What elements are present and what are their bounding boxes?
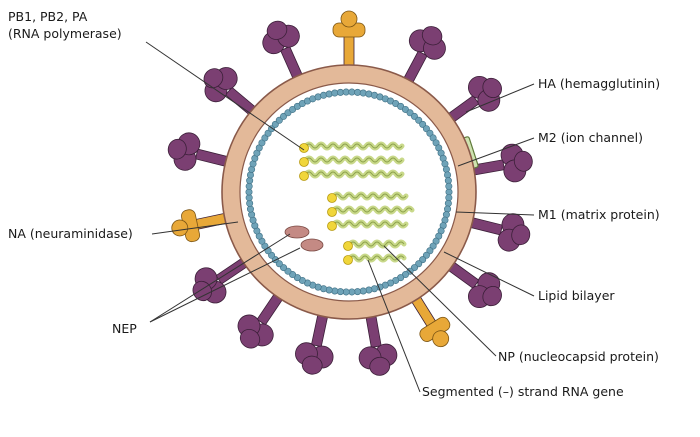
spike-lobe <box>482 285 502 307</box>
label-polymerase-line2: (RNA polymerase) <box>8 26 122 41</box>
leader-hemagglutinin <box>465 83 535 113</box>
label-rna-gene: Segmented (–) strand RNA gene <box>422 384 624 399</box>
matrix-bead <box>426 129 434 137</box>
rna-coil-edge <box>333 193 407 199</box>
label-ion-channel: M2 (ion channel) <box>538 130 643 145</box>
spike-lobe <box>203 68 224 89</box>
leader-nep-1 <box>149 233 291 323</box>
rna-coil-edge <box>305 157 403 163</box>
rna-coil-edge <box>349 241 405 247</box>
rna-coil-edge <box>349 255 405 261</box>
matrix-bead <box>246 171 254 179</box>
label-polymerase: PB1, PB2, PA (RNA polymerase) <box>8 8 122 42</box>
rna-segment-7 <box>343 239 407 251</box>
rna-segment-1 <box>299 141 405 153</box>
rna-coil-edge <box>305 143 403 149</box>
polymerase-complex <box>327 207 337 217</box>
virion-interior <box>284 141 415 265</box>
spike-lobe <box>301 355 323 375</box>
matrix-bead <box>359 89 367 97</box>
label-polymerase-line1: PB1, PB2, PA <box>8 9 88 24</box>
spike-head-top <box>432 330 450 348</box>
label-nucleocapsid-protein: NP (nucleocapsid protein) <box>498 349 659 364</box>
spike-lobe <box>239 329 261 349</box>
matrix-bead <box>442 165 450 173</box>
nep-protein <box>300 238 324 252</box>
matrix-bead <box>444 199 452 207</box>
rna-coil-edge <box>333 221 407 227</box>
leader-nucleocapsid <box>383 245 497 357</box>
label-lipid-bilayer: Lipid bilayer <box>538 288 615 303</box>
matrix-bead <box>444 171 452 179</box>
spike-lobe <box>369 356 391 376</box>
spike-lobe <box>513 150 533 172</box>
leader-matrix-protein <box>455 211 535 216</box>
spike-lobe <box>482 77 502 99</box>
leader-polymerase <box>145 41 305 151</box>
polymerase-complex <box>343 255 353 265</box>
matrix-bead <box>365 286 373 294</box>
spike-lobe <box>421 26 443 46</box>
rna-segment-4 <box>327 191 409 203</box>
polymerase-complex <box>299 143 309 153</box>
matrix-bead <box>444 205 452 213</box>
nep-protein <box>284 225 310 239</box>
matrix-bead <box>331 287 339 295</box>
hemagglutinin-spike <box>167 132 256 174</box>
spike-lobe <box>511 224 531 246</box>
spike-head-top <box>171 219 189 237</box>
rna-segment-8 <box>343 253 407 265</box>
leader-lipid-bilayer <box>443 251 535 297</box>
matrix-bead <box>445 182 453 190</box>
matrix-bead <box>248 211 256 219</box>
polymerase-complex <box>343 241 353 251</box>
rna-segment-3 <box>299 169 405 181</box>
label-neuraminidase: NA (neuraminidase) <box>8 226 133 241</box>
rna-segment-5 <box>327 205 415 217</box>
polymerase-complex <box>299 171 309 181</box>
matrix-bead <box>261 134 269 142</box>
leader-nep-2 <box>149 247 301 323</box>
leader-neuraminidase <box>151 221 239 235</box>
rna-segment-2 <box>299 155 405 167</box>
rna-segment-6 <box>327 219 409 231</box>
rna-coil-edge <box>305 171 403 177</box>
polymerase-complex <box>299 157 309 167</box>
spike-head-top <box>340 10 358 28</box>
leader-rna-gene <box>367 259 421 393</box>
matrix-bead-ring <box>245 88 453 296</box>
spike-lobe <box>167 138 187 160</box>
matrix-bead <box>246 177 254 185</box>
polymerase-complex <box>327 221 337 231</box>
polymerase-complex <box>327 193 337 203</box>
spike-lobe <box>266 20 288 40</box>
matrix-bead <box>246 205 254 213</box>
rna-coil-edge <box>333 207 413 213</box>
label-matrix-protein: M1 (matrix protein) <box>538 207 660 222</box>
leader-ion-channel <box>457 137 535 167</box>
label-hemagglutinin: HA (hemagglutinin) <box>538 76 661 91</box>
matrix-bead <box>325 90 333 98</box>
matrix-bead <box>429 242 437 250</box>
leader-lines <box>145 41 535 393</box>
label-nep: NEP <box>112 321 137 336</box>
